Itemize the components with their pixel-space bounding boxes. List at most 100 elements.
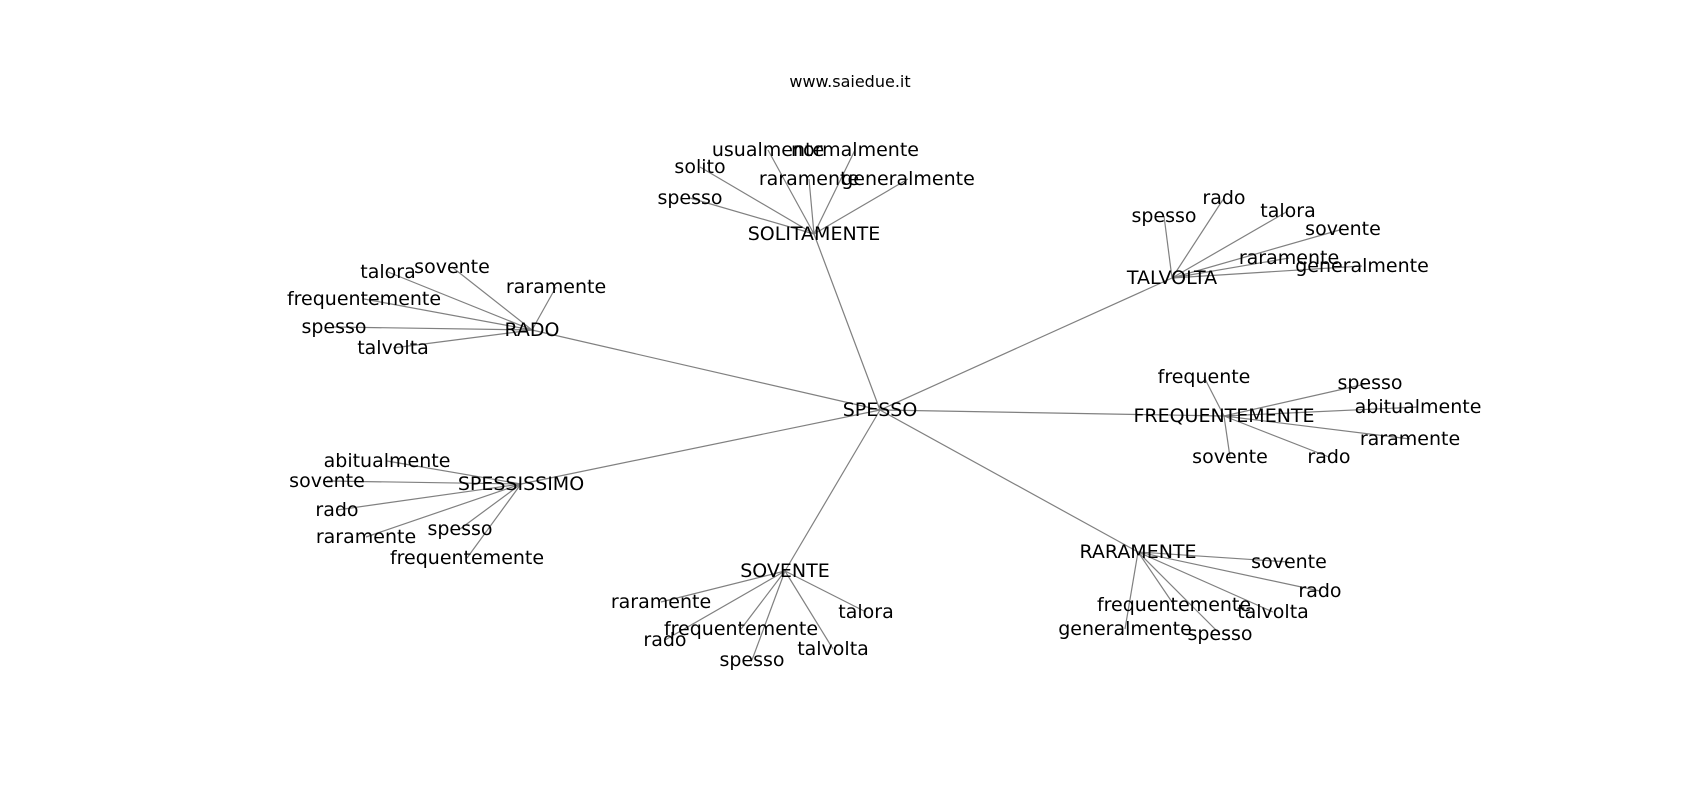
leaf-node-label: rado <box>1298 580 1341 602</box>
leaf-node-label: rado <box>1307 446 1350 468</box>
leaf-node-label: solito <box>674 156 725 178</box>
edge-hub-leaf <box>784 570 834 650</box>
leaf-node-label: sovente <box>414 256 490 278</box>
edge-hub-leaf <box>336 483 522 511</box>
leaf-node-label: talvolta <box>357 337 429 359</box>
edge-hub-leaf <box>1163 215 1173 279</box>
leaf-node-label: rado <box>315 499 358 521</box>
edge-hub-leaf <box>1171 228 1344 279</box>
leaf-node-label: raramente <box>759 168 859 190</box>
edge-hub-leaf <box>784 570 867 613</box>
leaf-node-label: spesso <box>1131 205 1196 227</box>
edge-hub-leaf <box>387 271 533 331</box>
leaf-node-label: usualmente <box>712 139 824 161</box>
leaf-node-label: sovente <box>1305 218 1381 240</box>
edge-hub-leaf <box>699 166 815 235</box>
leaf-node-label: abitualmente <box>1355 396 1482 418</box>
leaf-node-label: talvolta <box>1237 601 1309 623</box>
edge-hub-leaf <box>451 266 533 331</box>
leaf-node-label: raramente <box>316 526 416 548</box>
edge-hub-leaf <box>1171 257 1290 279</box>
edge-hub-leaf <box>767 149 815 235</box>
edge-hub-leaf <box>1223 415 1231 458</box>
center-node-label: SPESSO <box>843 399 918 421</box>
edge-hub-leaf <box>813 149 856 235</box>
site-title: www.saiedue.it <box>789 72 911 91</box>
edge-hub-leaf <box>664 570 786 641</box>
leaf-node-label: rado <box>643 629 686 651</box>
leaf-node-label: talvolta <box>797 638 869 660</box>
edge-center-hub <box>879 277 1173 411</box>
leaf-node-label: spesso <box>657 187 722 209</box>
hub-node-label: SPESSISSIMO <box>458 473 584 495</box>
hub-node-label: RADO <box>504 319 559 341</box>
edge-hub-leaf <box>459 483 522 530</box>
edge-hub-leaf <box>1137 551 1321 592</box>
leaf-node-label: frequentemente <box>1097 594 1251 616</box>
edge-center-hub <box>879 409 1139 553</box>
leaf-node-label: spesso <box>1337 372 1402 394</box>
edge-hub-leaf <box>813 178 909 235</box>
leaf-node-label: raramente <box>1239 247 1339 269</box>
edge-hub-leaf <box>689 197 815 235</box>
leaf-node-label: raramente <box>611 591 711 613</box>
labels: SPESSOSOLITAMENTEusualmentenormalmenteso… <box>287 139 1481 671</box>
leaf-node-label: rado <box>1202 187 1245 209</box>
edge-hub-leaf <box>363 298 533 331</box>
edge-hub-leaf <box>1137 551 1221 635</box>
edge-hub-leaf <box>1137 551 1290 563</box>
edge-center-hub <box>813 233 881 411</box>
edge-hub-leaf <box>1203 376 1225 417</box>
leaf-node-label: generalmente <box>1058 618 1192 640</box>
edge-hub-leaf <box>1223 406 1419 417</box>
edge-hub-leaf <box>466 483 522 559</box>
leaf-node-label: spesso <box>301 316 366 338</box>
edge-hub-leaf <box>1137 551 1175 606</box>
leaf-node-label: frequentemente <box>664 618 818 640</box>
edge-hub-leaf <box>740 570 786 630</box>
edge-hub-leaf <box>1137 551 1274 613</box>
leaf-node-label: sovente <box>289 470 365 492</box>
edge-hub-leaf <box>531 286 557 331</box>
edge-hub-leaf <box>751 570 786 661</box>
hub-node-label: SOLITAMENTE <box>748 223 881 245</box>
leaf-node-label: frequentemente <box>390 547 544 569</box>
hub-node-label: SOVENTE <box>740 560 830 582</box>
hub-node-label: FREQUENTEMENTE <box>1133 405 1314 427</box>
leaf-node-label: spesso <box>719 649 784 671</box>
leaf-node-label: talora <box>360 261 415 283</box>
leaf-node-label: abitualmente <box>324 450 451 472</box>
leaf-node-label: generalmente <box>841 168 975 190</box>
edges <box>326 149 1419 661</box>
edge-hub-leaf <box>365 483 522 538</box>
edge-hub-leaf <box>1171 210 1289 279</box>
leaf-node-label: talora <box>838 601 893 623</box>
leaf-node-label: talora <box>1260 200 1315 222</box>
leaf-node-label: spesso <box>427 518 492 540</box>
hub-node-label: RARAMENTE <box>1079 541 1196 563</box>
edge-hub-leaf <box>660 570 786 603</box>
edge-hub-leaf <box>333 326 533 331</box>
edge-hub-leaf <box>326 480 522 485</box>
edge-hub-leaf <box>1171 265 1363 279</box>
edge-center-hub <box>784 409 881 572</box>
leaf-node-label: raramente <box>506 276 606 298</box>
edge-hub-leaf <box>1124 551 1139 630</box>
edge-hub-leaf <box>392 329 533 349</box>
edge-hub-leaf <box>1171 197 1225 279</box>
edge-center-hub <box>520 409 881 485</box>
edge-hub-leaf <box>1223 415 1330 458</box>
leaf-node-label: generalmente <box>1295 255 1429 277</box>
edge-hub-leaf <box>386 460 522 485</box>
edge-center-hub <box>531 329 881 411</box>
leaf-node-label: spesso <box>1187 623 1252 645</box>
leaf-node-label: frequente <box>1158 366 1251 388</box>
leaf-node-label: sovente <box>1251 551 1327 573</box>
edge-hub-leaf <box>1223 415 1411 440</box>
leaf-node-label: raramente <box>1360 428 1460 450</box>
leaf-node-label: sovente <box>1192 446 1268 468</box>
hub-node-label: TALVOLTA <box>1126 267 1217 289</box>
edge-center-hub <box>879 409 1225 417</box>
leaf-node-label: frequentemente <box>287 288 441 310</box>
